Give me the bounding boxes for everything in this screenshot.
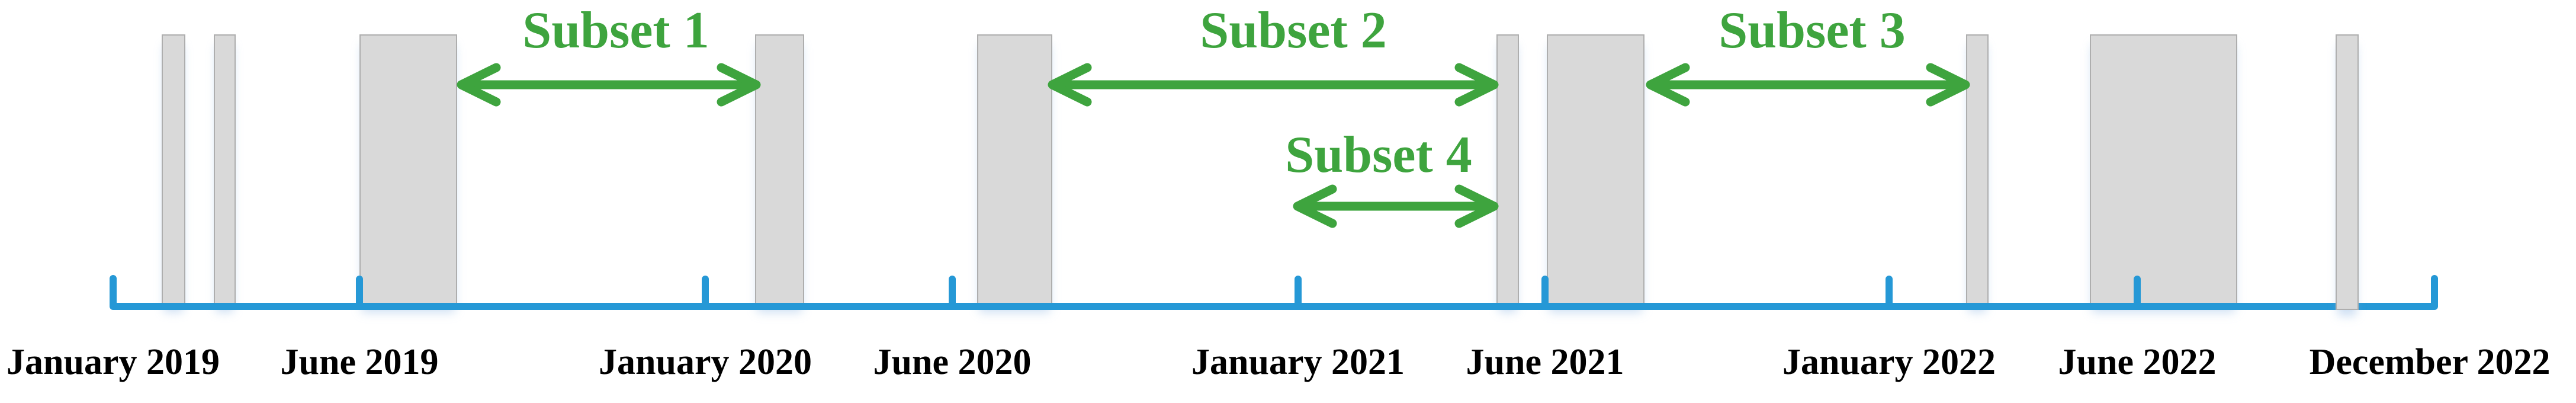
arrow-head-left-icon bbox=[1048, 63, 1092, 107]
subset-range-arrow bbox=[1048, 63, 1499, 107]
observation-period-bar bbox=[1496, 34, 1519, 306]
subset-label: Subset 1 bbox=[522, 2, 709, 59]
axis-date-label: June 2022 bbox=[2058, 342, 2217, 382]
axis-date-label: January 2020 bbox=[599, 342, 812, 382]
observation-period-bar bbox=[755, 34, 804, 306]
axis-date-label: June 2021 bbox=[1466, 342, 1624, 382]
subset-label: Subset 4 bbox=[1285, 126, 1472, 184]
subset-range-arrow bbox=[457, 63, 761, 107]
subset-label: Subset 2 bbox=[1200, 2, 1387, 59]
arrow-head-left-icon bbox=[457, 63, 501, 107]
axis-date-label: January 2022 bbox=[1782, 342, 1996, 382]
arrow-head-right-icon bbox=[1926, 63, 1970, 107]
subset-label: Subset 3 bbox=[1719, 2, 1906, 59]
observation-period-bar bbox=[2090, 34, 2237, 306]
observation-period-bar bbox=[214, 34, 236, 306]
arrow-head-right-icon bbox=[1454, 63, 1499, 107]
arrow-head-left-icon bbox=[1293, 184, 1337, 228]
observation-period-bar bbox=[2336, 34, 2359, 310]
observation-period-bar bbox=[977, 34, 1052, 306]
timeline-axis bbox=[110, 275, 2438, 310]
arrow-head-left-icon bbox=[1646, 63, 1690, 107]
subset-range-arrow bbox=[1293, 184, 1499, 228]
axis-date-label: January 2021 bbox=[1191, 342, 1405, 382]
arrow-head-right-icon bbox=[717, 63, 761, 107]
observation-period-bar bbox=[1547, 34, 1644, 306]
axis-date-label: June 2020 bbox=[873, 342, 1032, 382]
subset-range-arrow bbox=[1646, 63, 1970, 107]
observation-period-bar bbox=[162, 34, 185, 306]
axis-date-label: June 2019 bbox=[280, 342, 439, 382]
axis-date-label: December 2022 bbox=[2309, 342, 2551, 382]
arrow-head-right-icon bbox=[1454, 184, 1499, 228]
observation-period-bar bbox=[1966, 34, 1989, 306]
axis-date-label: January 2019 bbox=[7, 342, 220, 382]
